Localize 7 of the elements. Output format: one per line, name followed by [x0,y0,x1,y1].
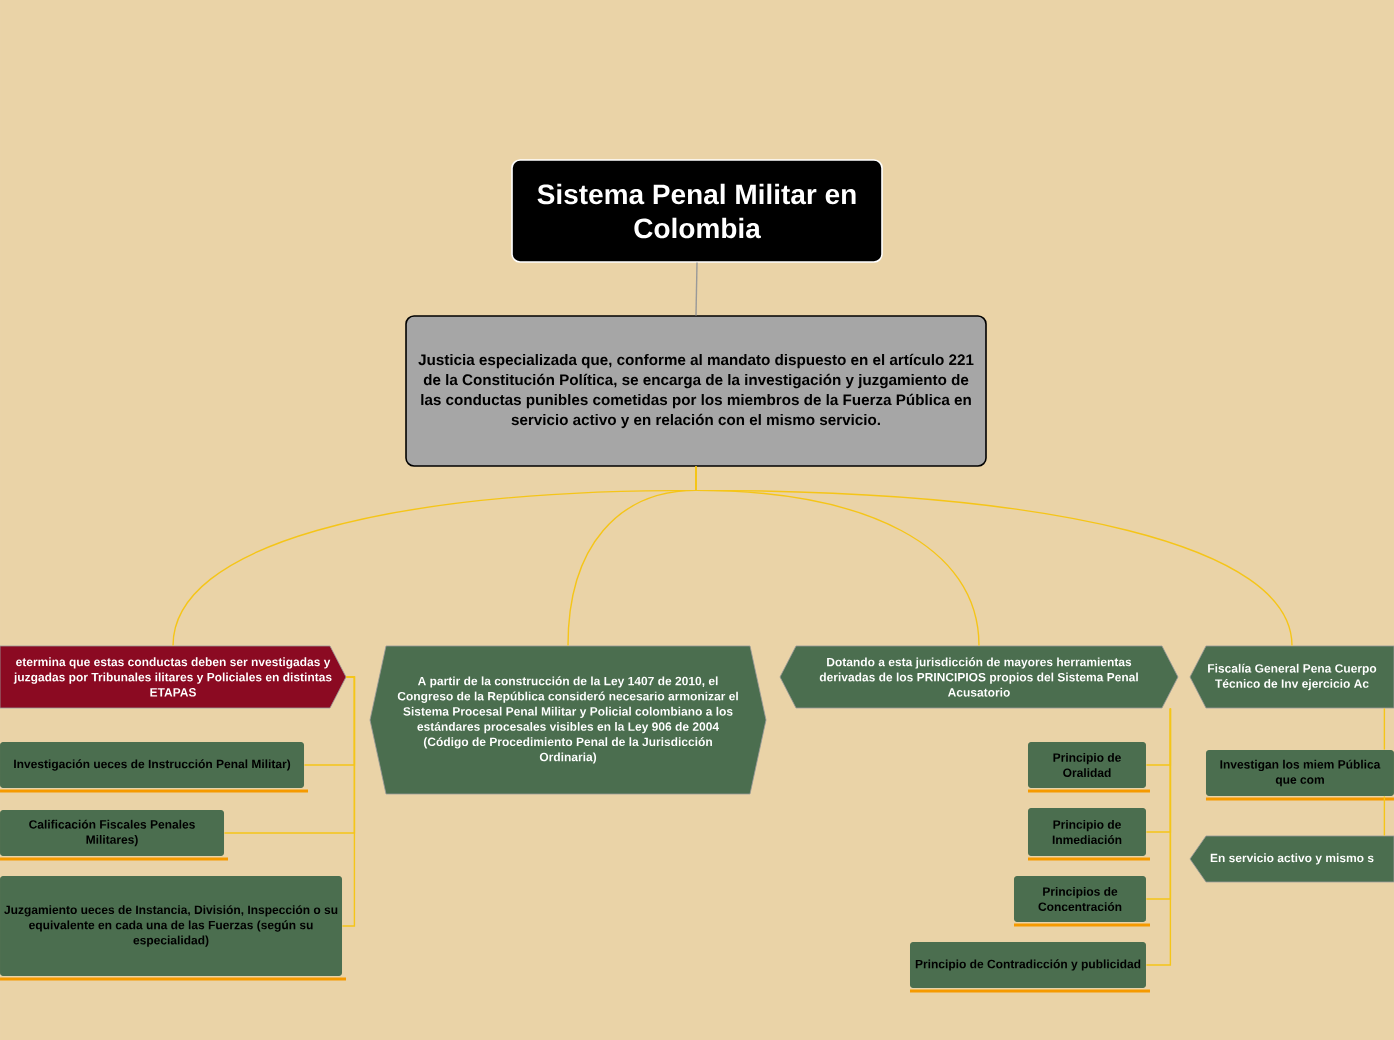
connector-line [695,465,1293,647]
title-box: Sistema Penal Militar en Colombia [511,159,883,263]
connector-line [1383,707,1386,751]
connector-line [341,676,356,927]
connector-line [1145,707,1172,966]
connector-line [1383,795,1386,837]
connector-line [695,261,698,317]
